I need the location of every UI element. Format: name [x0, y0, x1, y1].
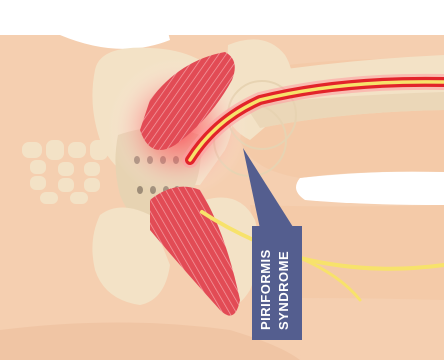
- callout-box: PIRIFORMIS SYNDROME: [252, 226, 302, 340]
- callout-text-line1: PIRIFORMIS: [258, 249, 273, 330]
- callout-text-line2: SYNDROME: [276, 251, 291, 330]
